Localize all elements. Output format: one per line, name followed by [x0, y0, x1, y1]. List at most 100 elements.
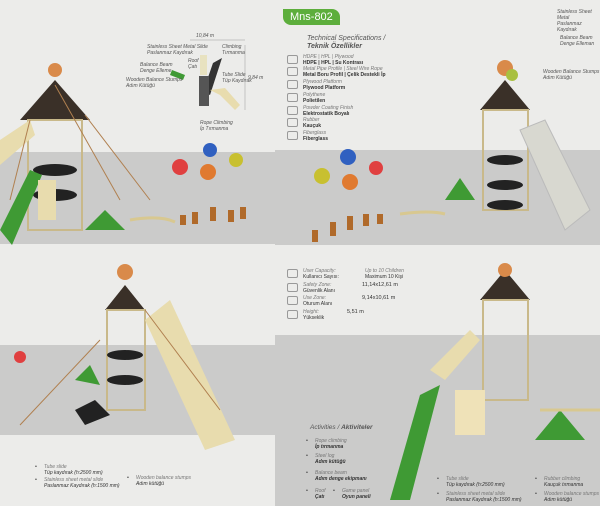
material-icon [287, 118, 298, 127]
material-en: HDPE | HPL | Plywood [303, 54, 354, 60]
material-icon [287, 80, 298, 89]
material-en: Metal Pipe Profile | Steel Wire Rope [303, 66, 383, 72]
dimension-tr: Yükseklik [303, 315, 325, 321]
feature-tr: Kauçuk tırmanma [544, 482, 584, 488]
feature-en: Tube slide [446, 476, 469, 482]
dimension-tr: Güvenlik Alanı [303, 288, 335, 294]
playground-top-right [312, 60, 591, 242]
dimension-tr: Oturum Alanı [303, 301, 333, 307]
dimension-value: 9,14x10,61 m [362, 295, 396, 301]
label-tr: İp Tırmanma [200, 126, 229, 132]
material-en: Fiberglass [303, 130, 327, 136]
material-tr: Elektrostatik Boyalı [303, 111, 350, 117]
value-en: Up to 10 Children [365, 268, 404, 274]
material-en: Rubber [303, 117, 320, 123]
height-icon [287, 310, 298, 319]
label-tr: Denge Elleman [560, 41, 595, 47]
activity-en: Rope climbing [315, 438, 347, 444]
feature-en: Tube slide [44, 464, 67, 470]
activity-tr: Adım kütüğü [315, 459, 346, 465]
material-tr: Plywood Platform [303, 85, 346, 91]
label-tr: Paslanmaz Kaydırak [147, 50, 193, 56]
playground-bottom-right [390, 263, 600, 500]
dimension-item: Height:Yükseklik [303, 309, 324, 321]
dimension-value: 11,14x12,61 m [362, 282, 398, 288]
material-tr: HDPE | HPL | Su Kontrası [303, 60, 364, 66]
plan-depth-label: 9,84 m [248, 75, 264, 81]
activity-tr: Adım denge ekipmanı [315, 476, 367, 482]
label-tr: Çatı [188, 64, 198, 70]
playground-bottom-left [14, 264, 235, 450]
material-en: Powder Coating Finish [303, 105, 354, 111]
feature-tr: Adım kütüğü [544, 497, 573, 503]
feature-en: Stainless sheet metal slide [446, 491, 506, 497]
label-en: Tube Slide [222, 72, 246, 78]
feature-en: Rubber climbing [544, 476, 581, 482]
label-en: Roof [188, 58, 199, 64]
feature-tr: Adım kütüğü [136, 481, 165, 487]
value-tr: Maximum 10 Kişi [365, 274, 404, 280]
dimension-en: Height: [303, 309, 319, 315]
activities-title-en: Activities / [310, 424, 340, 431]
material-tr: Kauçuk [303, 123, 322, 129]
dimension-tr: Kullanıcı Sayısı: [303, 274, 339, 280]
label-en: Wooden Balance Stumps [126, 77, 183, 83]
label-en: Wooden Balance Stumps [543, 69, 600, 75]
material-en: Plywood Platform [303, 79, 342, 85]
activity-tr: Oyun paneli [342, 494, 371, 500]
dimension-item: User Capacity:Kullanıcı Sayısı: [303, 268, 339, 280]
label-tr: Tırmanma [222, 50, 245, 56]
plan-width-label: 10,84 m [196, 33, 215, 39]
label-en: Rope Climbing [200, 120, 233, 126]
capacity-icon [287, 269, 298, 278]
label-tr: Denge Elleme [140, 68, 172, 74]
floor-bottom-left [0, 345, 275, 435]
specs-title-tr: Teknik Özellikler [307, 43, 362, 50]
material-icon [287, 93, 298, 102]
dimension-en: Safety Zone: [303, 282, 332, 288]
activity-tr: Çatı [315, 494, 325, 500]
use-zone-icon [287, 296, 298, 305]
feature-tr: Paslanmaz Kaydırak (h:1500 mm) [44, 483, 120, 489]
label-tr: Paslanmaz Kaydırak [557, 21, 582, 33]
label-tr: Adım Kütüğü [126, 83, 155, 89]
feature-tr: Tüp kaydırak (h:2500 mm) [446, 482, 505, 488]
label-en: Balance Beam [140, 62, 173, 68]
feature-tr: Tüp kaydırak (h:2500 mm) [44, 470, 103, 476]
label-tr: Tüp Kaydırak [222, 78, 252, 84]
feature-en: Stainless sheet metal slide [44, 477, 104, 483]
material-icon [287, 55, 298, 64]
material-tr: Metal Boru Profil | Çelik Destekli İp [303, 72, 386, 78]
feature-en: Wooden balance stumps [136, 475, 192, 481]
dimension-en: Use Zone: [303, 295, 327, 301]
model-badge: Mns-802 [283, 9, 340, 25]
safety-zone-icon [287, 283, 298, 292]
material-tr: Fiberglass [303, 136, 329, 142]
activities-title: Activities / Aktiviteler [310, 424, 373, 431]
label-tr: Adım Kütüğü [543, 75, 572, 81]
